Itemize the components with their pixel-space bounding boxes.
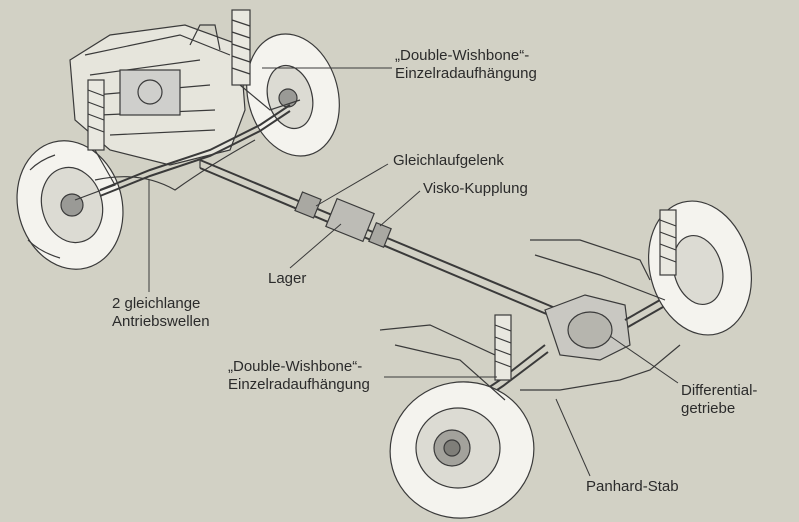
rear-suspension-arms [379, 209, 681, 401]
label-front-suspension: „Double-Wishbone“- Einzelradaufhängung [395, 47, 537, 83]
label-rear-suspension-line1: „Double-Wishbone“- [228, 358, 363, 375]
label-front-suspension-line1: „Double-Wishbone“- [395, 47, 530, 64]
label-rear-suspension-line2: Einzelradaufhängung [228, 376, 370, 393]
leader-lines [148, 67, 679, 477]
label-rear-suspension: „Double-Wishbone“- Einzelradaufhängung [228, 358, 370, 394]
engine-block [69, 24, 246, 166]
front-left-wheel [16, 140, 124, 270]
label-drive-shafts-line1: 2 gleichlange [112, 295, 201, 312]
label-differential-line2: getriebe [681, 400, 736, 417]
label-differential-line1: Differential- [681, 382, 758, 399]
propeller-shaft [199, 159, 561, 319]
rear-left-wheel [389, 381, 535, 519]
label-viscous-coupling: Visko-Kupplung [423, 180, 528, 197]
differential-housing [544, 294, 631, 361]
front-struts [74, 9, 301, 201]
label-differential: Differential- getriebe [681, 382, 757, 418]
front-stabilizer [94, 139, 256, 191]
label-panhard-rod: Panhard-Stab [586, 478, 679, 495]
label-drive-shafts-line2: Antriebswellen [112, 313, 210, 330]
label-cv-joint: Gleichlaufgelenk [393, 152, 504, 169]
label-drive-shafts: 2 gleichlange Antriebswellen [112, 295, 210, 331]
label-bearing: Lager [268, 270, 307, 287]
rear-right-wheel [647, 200, 753, 336]
label-front-suspension-line2: Einzelradaufhängung [395, 65, 537, 82]
